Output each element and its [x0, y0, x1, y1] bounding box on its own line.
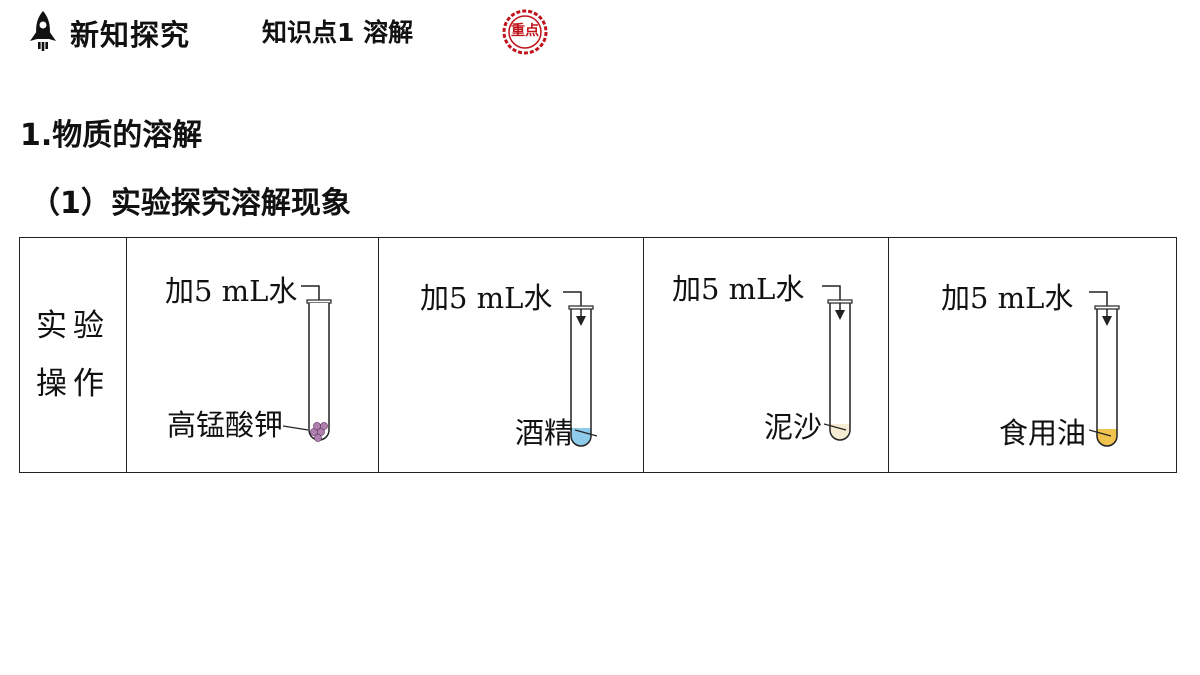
test-tube-icon [301, 285, 332, 442]
label-leader-line [283, 425, 309, 431]
substance-label: 泥沙 [764, 410, 823, 444]
experiment-cell-alcohol: 加5 mL水 酒精 [379, 238, 643, 472]
add-water-label: 加5 mL水 [941, 281, 1074, 315]
add-water-label: 加5 mL水 [165, 274, 298, 308]
table-divider [888, 238, 889, 472]
row-header-experiment-operation: 实验 操作 [20, 238, 126, 472]
add-water-label: 加5 mL水 [420, 281, 553, 315]
heading-dissolution: 1.物质的溶解 [20, 118, 203, 153]
table-divider [126, 238, 127, 472]
substance-label: 食用油 [999, 416, 1087, 450]
test-tube-icon [822, 285, 853, 441]
row-header-line: 实验 [36, 308, 110, 344]
knowledge-point-title: 知识点1 溶解 [262, 18, 414, 47]
header-bar: 新知探究 知识点1 溶解 重点 [0, 0, 1200, 60]
substance-label: 酒精 [515, 416, 574, 450]
key-point-seal-icon [502, 9, 548, 55]
label-leader-line [1089, 429, 1112, 437]
section-title: 新知探究 [70, 18, 191, 52]
key-point-badge: 重点 [511, 23, 539, 39]
experiment-cell-sand: 加5 mL水 泥沙 [644, 238, 888, 472]
add-water-label: 加5 mL水 [672, 272, 805, 306]
rocket-icon [30, 11, 56, 51]
experiment-cell-potassium-permanganate: 加5 mL水 高锰酸钾 [127, 238, 378, 472]
experiment-cell-cooking-oil: 加5 mL水 食用油 [889, 238, 1177, 472]
subheading-experiment: （1）实验探究溶解现象 [30, 186, 351, 221]
substance-label: 高锰酸钾 [167, 408, 284, 442]
label-leader-line [824, 423, 847, 431]
table-divider [378, 238, 379, 472]
test-tube-icon [563, 291, 594, 447]
row-header-line: 操作 [36, 366, 110, 402]
experiment-table: 实验 操作 加5 mL水 高锰酸钾 加5 mL水 [19, 237, 1177, 473]
label-leader-line [575, 429, 598, 437]
table-divider [643, 238, 644, 472]
